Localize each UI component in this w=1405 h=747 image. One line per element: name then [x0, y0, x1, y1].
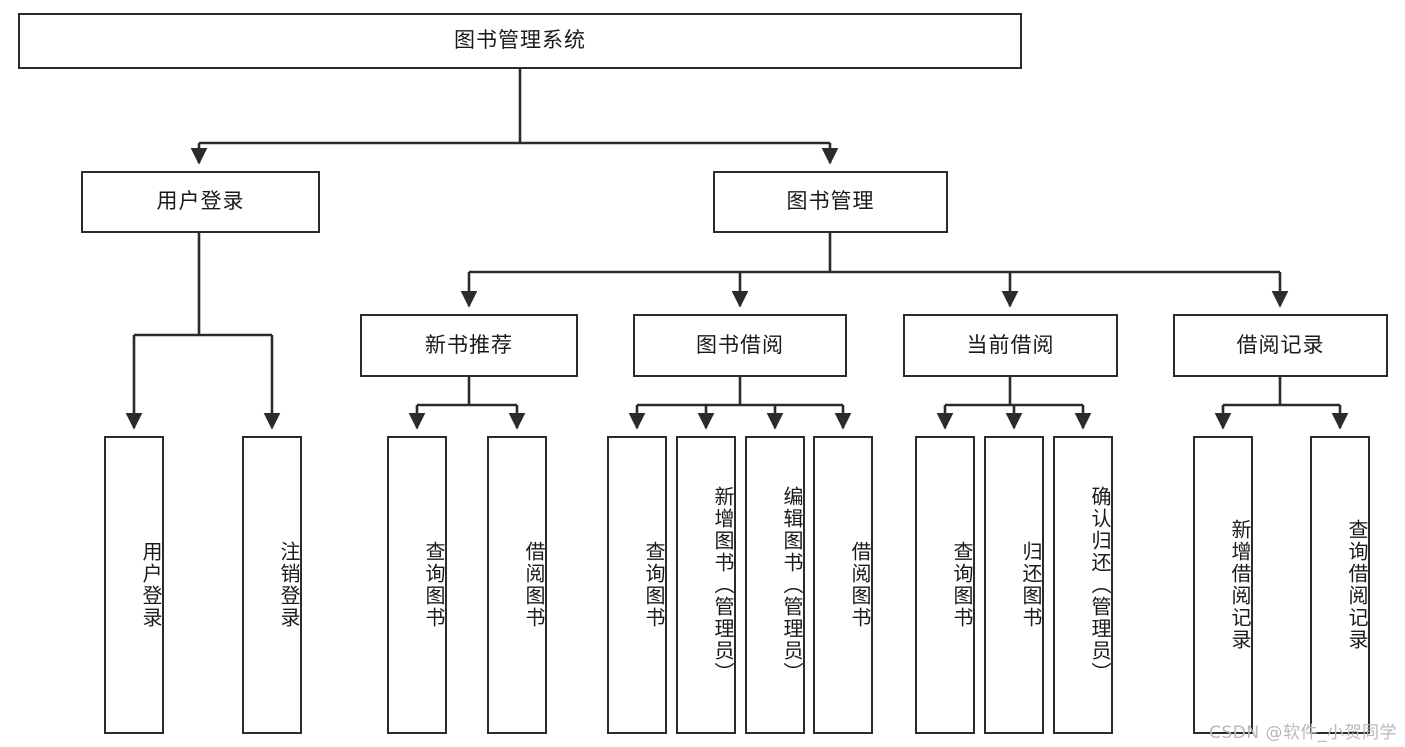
node-leaf-query-book-borrow[interactable]: 查询图书: [607, 436, 667, 734]
node-leaf-borrow-book-recommend-label: 借阅图书: [522, 541, 546, 629]
node-leaf-user-login-label: 用户登录: [139, 541, 163, 629]
node-borrow-record[interactable]: 借阅记录: [1173, 314, 1388, 377]
node-leaf-query-book-current[interactable]: 查询图书: [915, 436, 975, 734]
node-borrow-record-label: 借阅记录: [1236, 332, 1325, 357]
node-leaf-query-borrow-record-label: 查询借阅记录: [1345, 519, 1369, 651]
node-leaf-return-book-label: 归还图书: [1019, 541, 1043, 629]
node-leaf-user-login[interactable]: 用户登录: [104, 436, 164, 734]
node-user-login[interactable]: 用户登录: [81, 171, 320, 233]
node-leaf-add-book-admin-label: 新增图书（管理员）: [711, 486, 735, 684]
node-leaf-add-borrow-record-label: 新增借阅记录: [1228, 519, 1252, 651]
node-root-label: 图书管理系统: [454, 28, 586, 53]
node-book-borrow[interactable]: 图书借阅: [633, 314, 847, 377]
node-leaf-add-borrow-record[interactable]: 新增借阅记录: [1193, 436, 1253, 734]
node-leaf-logout-label: 注销登录: [277, 541, 301, 629]
node-leaf-query-book-recommend[interactable]: 查询图书: [387, 436, 447, 734]
node-new-book-recommend-label: 新书推荐: [425, 332, 513, 357]
node-leaf-edit-book-admin-label: 编辑图书（管理员）: [780, 486, 804, 684]
node-leaf-borrow-book-label: 借阅图书: [848, 541, 872, 629]
node-leaf-add-book-admin[interactable]: 新增图书（管理员）: [676, 436, 736, 734]
node-leaf-query-book-borrow-label: 查询图书: [642, 541, 666, 629]
node-book-management[interactable]: 图书管理: [713, 171, 948, 233]
node-current-borrow[interactable]: 当前借阅: [903, 314, 1118, 377]
node-leaf-borrow-book-recommend[interactable]: 借阅图书: [487, 436, 547, 734]
node-leaf-confirm-return-admin-label: 确认归还（管理员）: [1088, 486, 1112, 684]
node-book-borrow-label: 图书借阅: [696, 332, 784, 357]
node-leaf-query-book-current-label: 查询图书: [950, 541, 974, 629]
node-book-management-label: 图书管理: [786, 189, 875, 214]
node-leaf-query-borrow-record[interactable]: 查询借阅记录: [1310, 436, 1370, 734]
node-leaf-query-book-recommend-label: 查询图书: [422, 541, 446, 629]
node-current-borrow-label: 当前借阅: [966, 332, 1055, 357]
node-leaf-borrow-book[interactable]: 借阅图书: [813, 436, 873, 734]
node-leaf-edit-book-admin[interactable]: 编辑图书（管理员）: [745, 436, 805, 734]
node-leaf-confirm-return-admin[interactable]: 确认归还（管理员）: [1053, 436, 1113, 734]
node-user-login-label: 用户登录: [156, 189, 245, 214]
csdn-watermark: CSDN @软件_小贺同学: [1209, 723, 1397, 743]
node-root[interactable]: 图书管理系统: [18, 13, 1022, 69]
node-leaf-return-book[interactable]: 归还图书: [984, 436, 1044, 734]
node-leaf-logout[interactable]: 注销登录: [242, 436, 302, 734]
node-new-book-recommend[interactable]: 新书推荐: [360, 314, 578, 377]
